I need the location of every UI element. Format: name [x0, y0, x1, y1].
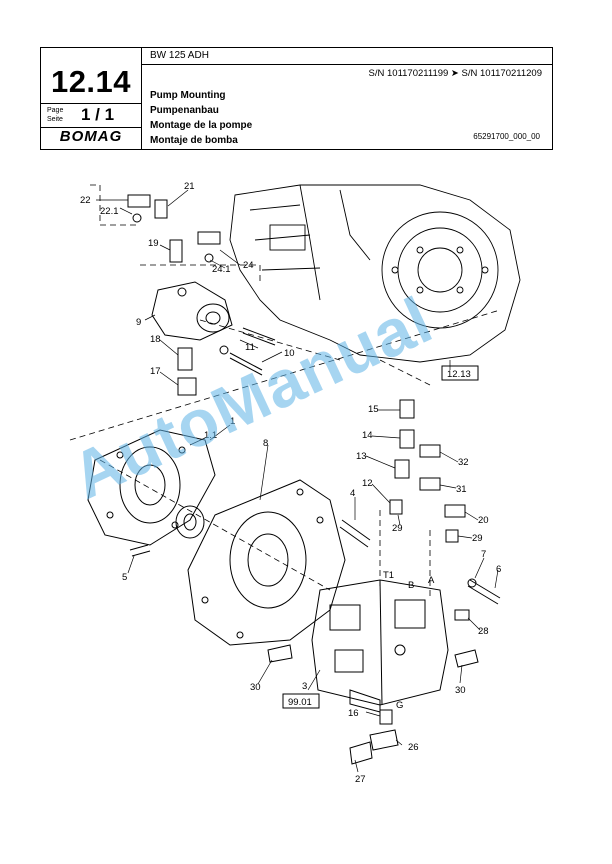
callout-5: 5 — [122, 572, 127, 583]
title-es: Montaje de bomba — [150, 135, 238, 146]
port-b: B — [408, 580, 414, 591]
valve-block — [311, 579, 449, 713]
port-a: A — [428, 575, 435, 586]
serial-range: S/N 101170211199 ➤ S/N 101170211209 — [368, 68, 542, 79]
callout-16: 16 — [348, 708, 359, 719]
callout-10: 10 — [284, 348, 295, 359]
bolt-5 — [129, 544, 151, 557]
callout-32: 32 — [458, 457, 469, 468]
callout-24-1: 24.1 — [212, 264, 231, 275]
title-de: Pumpenanbau — [150, 105, 219, 116]
ref-box-99-01 — [282, 693, 320, 709]
page-counter-label: Page Seite — [47, 106, 63, 124]
assembly-lines — [69, 184, 501, 600]
callout-22-1: 22.1 — [100, 206, 119, 217]
header-block: 12.14 Page Seite 1 / 1 BOMAG BW 125 ADH … — [40, 47, 553, 150]
callout-22: 22 — [80, 195, 91, 206]
title-fr: Montage de la pompe — [150, 120, 253, 131]
callout-30-b: 30 — [455, 685, 466, 696]
callout-4: 4 — [350, 488, 355, 499]
page-label-1: Page — [47, 107, 64, 114]
adapter-flange — [87, 429, 216, 546]
callout-7: 7 — [481, 549, 486, 560]
callout-14: 14 — [362, 430, 373, 441]
page-fraction: 1 / 1 — [81, 105, 115, 124]
fittings-right — [267, 399, 501, 765]
port-g: G — [396, 700, 403, 711]
callout-15: 15 — [368, 404, 379, 415]
page-counter: Page Seite 1 / 1 — [41, 103, 141, 128]
callout-8: 8 — [263, 438, 268, 449]
callout-12: 12 — [362, 478, 373, 489]
callout-19: 19 — [148, 238, 159, 249]
callout-29-a: 29 — [392, 523, 403, 534]
title-block: Pump Mounting Pumpenanbau Montage de la … — [150, 88, 252, 148]
callout-17: 17 — [150, 366, 161, 377]
model-name: BW 125 ADH — [150, 50, 209, 61]
callout-24: 24 — [243, 260, 254, 271]
ref-12-13: 12.13 — [447, 369, 471, 380]
fittings-upper-left — [127, 194, 221, 396]
callout-29-b: 29 — [472, 533, 483, 544]
callout-31: 31 — [456, 484, 467, 495]
engine-housing — [229, 184, 521, 363]
callout-labels: 22 22.1 21 19 24 24.1 9 11 10 18 17 12.1… — [80, 181, 501, 785]
callout-26: 26 — [408, 742, 419, 753]
drive-gear — [175, 505, 205, 539]
brand-logo: BOMAG — [59, 128, 123, 145]
callout-20: 20 — [478, 515, 489, 526]
callout-3: 3 — [302, 681, 307, 692]
callout-30-a: 30 — [250, 682, 261, 693]
cover-plate — [187, 479, 346, 646]
page-info-column: 12.14 Page Seite 1 / 1 BOMAG — [41, 48, 142, 149]
gear-pump — [151, 281, 233, 341]
callout-9: 9 — [136, 317, 141, 328]
exploded-view-drawing: 22 22.1 21 19 24 24.1 9 11 10 18 17 12.1… — [69, 181, 521, 785]
ref-box-12-13 — [441, 365, 479, 381]
ref-99-01: 99.01 — [288, 697, 312, 708]
callout-13: 13 — [356, 451, 367, 462]
title-en: Pump Mounting — [150, 90, 226, 101]
callout-1-1: 1.1 — [204, 430, 217, 441]
callout-27: 27 — [355, 774, 366, 785]
leader-lines — [96, 189, 499, 773]
callout-1: 1 — [230, 416, 235, 427]
callout-11: 11 — [245, 342, 255, 353]
page-number: 12.14 — [50, 64, 132, 99]
callout-6: 6 — [496, 564, 501, 575]
drawing-number: 65291700_000_00 — [473, 132, 540, 141]
port-t1: T1 — [383, 570, 394, 581]
callout-21: 21 — [184, 181, 195, 192]
bolt-4 — [339, 519, 371, 548]
callout-18: 18 — [150, 334, 161, 345]
page-label-2: Seite — [47, 116, 63, 123]
model-row: BW 125 ADH — [141, 48, 552, 65]
callout-28: 28 — [478, 626, 489, 637]
bolts-10-11 — [219, 327, 276, 376]
